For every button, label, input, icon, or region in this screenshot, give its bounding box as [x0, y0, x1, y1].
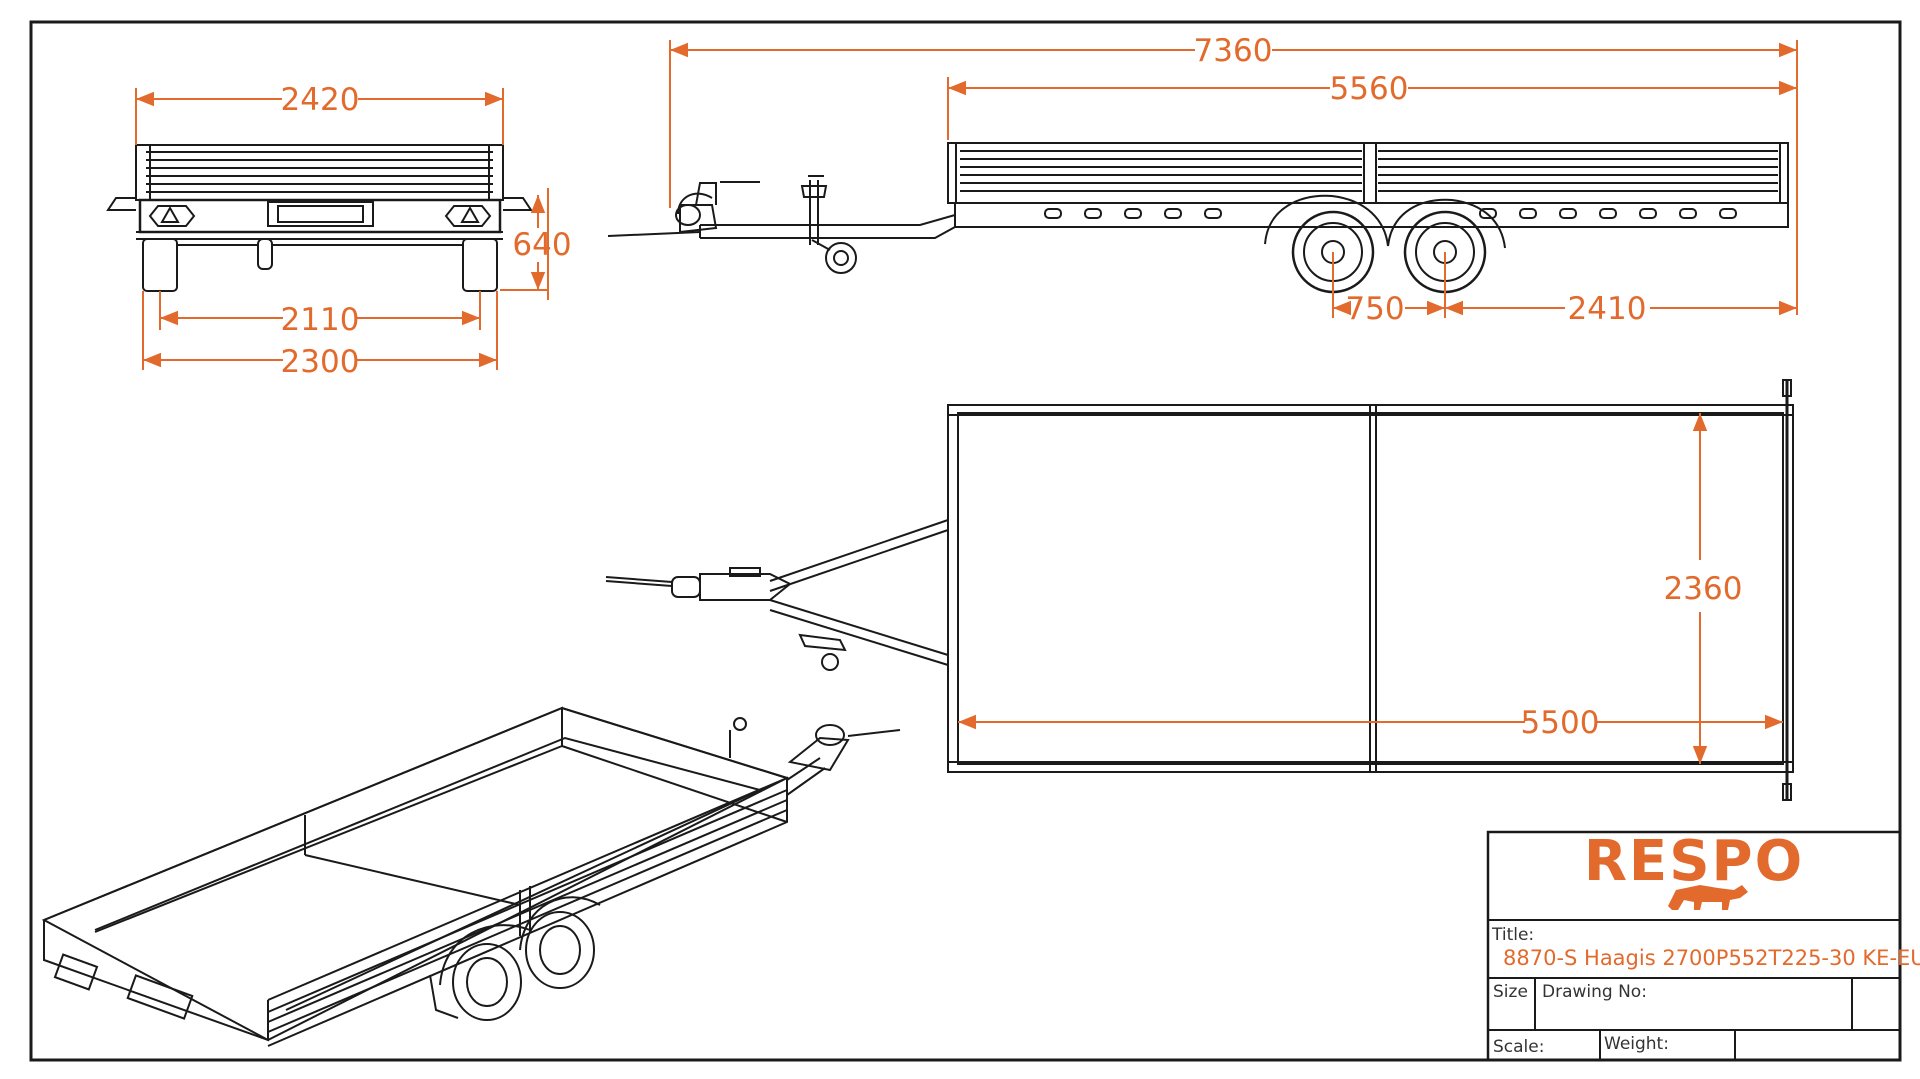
dimension-lines — [135, 40, 1798, 764]
dim-total-length: 7360 — [1194, 33, 1273, 69]
title-block — [1486, 830, 1902, 1062]
drawing-no-label: Drawing No: — [1542, 982, 1647, 1002]
dim-axle-spacing: 750 — [1345, 291, 1404, 327]
dim-body-length: 5560 — [1330, 71, 1409, 107]
isometric-view — [41, 706, 901, 1047]
brand-logo-text: RESPO — [1584, 829, 1804, 894]
size-label: Size — [1493, 982, 1528, 1002]
weight-label: Weight: — [1604, 1034, 1669, 1054]
bull-logo-icon — [1668, 885, 1748, 910]
scale-label: Scale: — [1493, 1037, 1544, 1057]
dim-rear-track-outer: 2300 — [281, 344, 360, 380]
dim-rear-track-inner: 2110 — [281, 302, 360, 338]
rear-view — [106, 144, 533, 292]
sheet-border — [29, 20, 1902, 1062]
title-label: Title: — [1491, 925, 1534, 945]
dim-rear-height: 640 — [512, 227, 571, 263]
top-view — [605, 379, 1794, 801]
dim-rear-outer-width: 2420 — [281, 82, 360, 118]
drawing-title: 8870-S Haagis 2700P552T225-30 KE-EU3 V2 — [1503, 946, 1920, 970]
dim-deck-width: 2360 — [1664, 571, 1743, 607]
dim-deck-length: 5500 — [1521, 705, 1600, 741]
dim-rear-overhang: 2410 — [1568, 291, 1647, 327]
side-view — [607, 142, 1789, 294]
